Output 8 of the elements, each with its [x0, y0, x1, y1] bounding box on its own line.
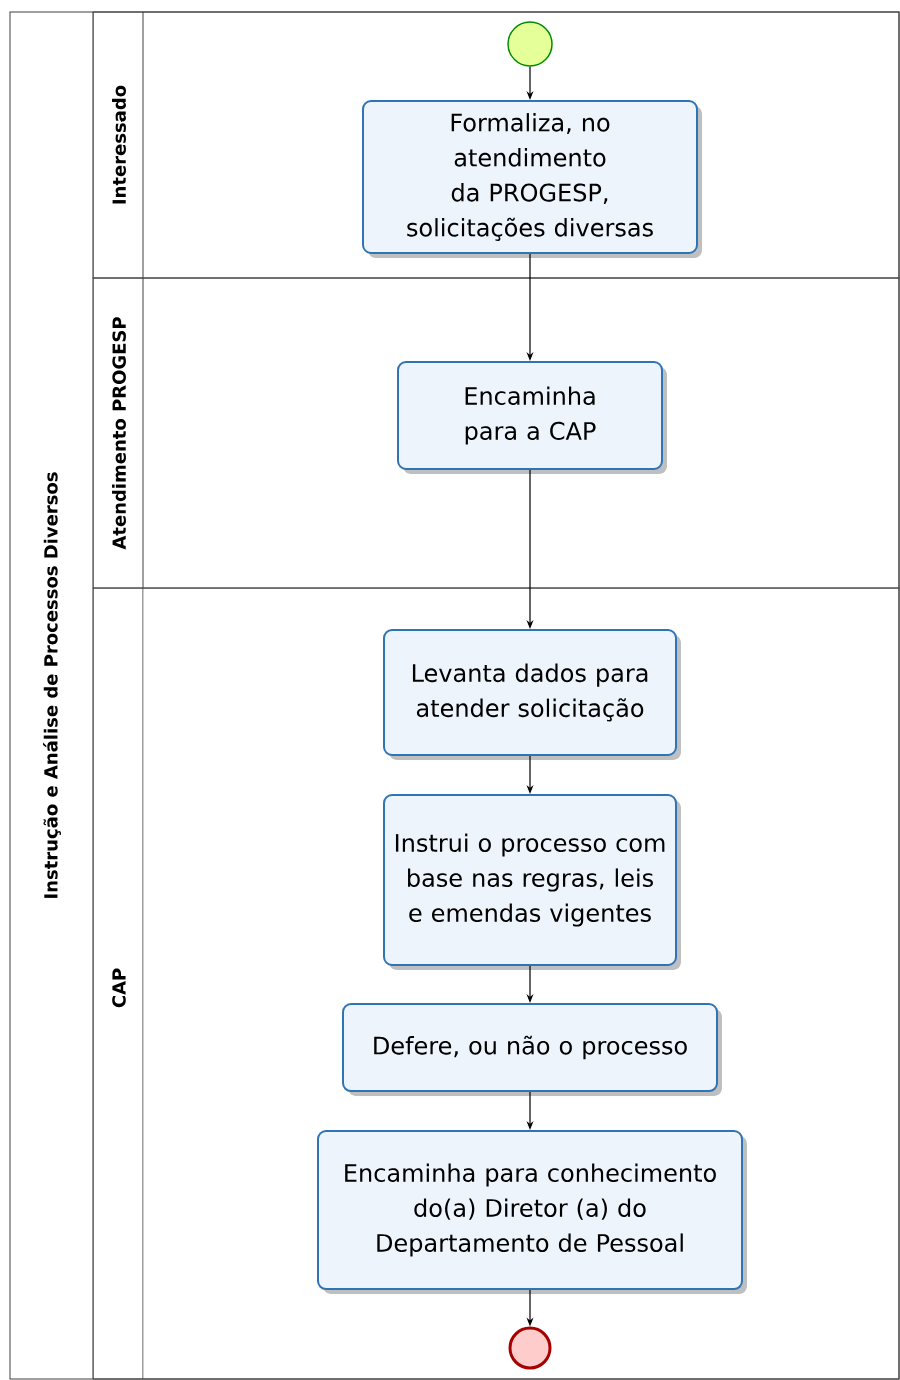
end-event-circle	[508, 1326, 552, 1370]
task-box: Instrui o processo com base nas regras, leis e emendas vigentes	[383, 794, 681, 970]
start-event-circle	[507, 21, 553, 67]
task-box: Levanta dados para atender solicitação	[383, 629, 681, 760]
task-box: Encaminha para a CAP	[397, 361, 667, 474]
task-box: Defere, ou não o processo	[342, 1003, 722, 1096]
task-box: Formaliza, no atendimento da PROGESP, solicitações diversas	[362, 100, 702, 258]
task-box: Encaminha para conhecimento do(a) Diretor (a) do Departamento de Pessoal	[317, 1130, 747, 1294]
